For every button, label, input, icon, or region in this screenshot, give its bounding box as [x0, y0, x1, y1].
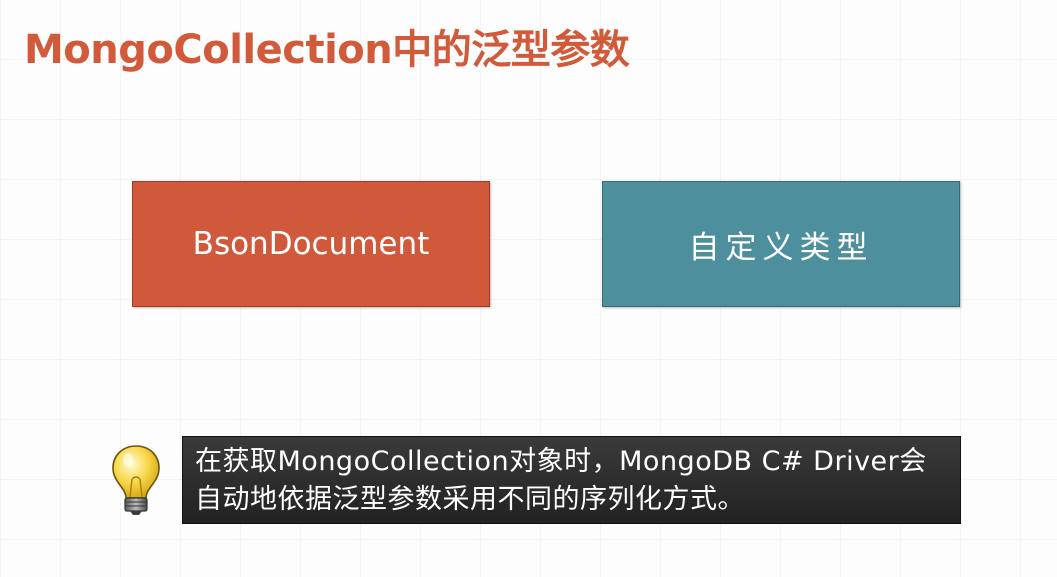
bsondocument-box: BsonDocument	[132, 181, 490, 307]
driver-note: 在获取MongoCollection对象时，MongoDB C# Driver会…	[182, 436, 961, 524]
lightbulb-icon	[112, 445, 160, 515]
custom-type-box: 自定义类型	[602, 181, 960, 307]
custom-type-label: 自定义类型	[688, 229, 874, 266]
note-line-1: 在获取MongoCollection对象时，MongoDB C# Driver会	[195, 446, 927, 477]
slide-title: MongoCollection中的泛型参数	[24, 27, 630, 73]
note-line-2: 自动地依据泛型参数采用不同的序列化方式。	[195, 484, 745, 515]
bsondocument-label: BsonDocument	[192, 226, 430, 262]
